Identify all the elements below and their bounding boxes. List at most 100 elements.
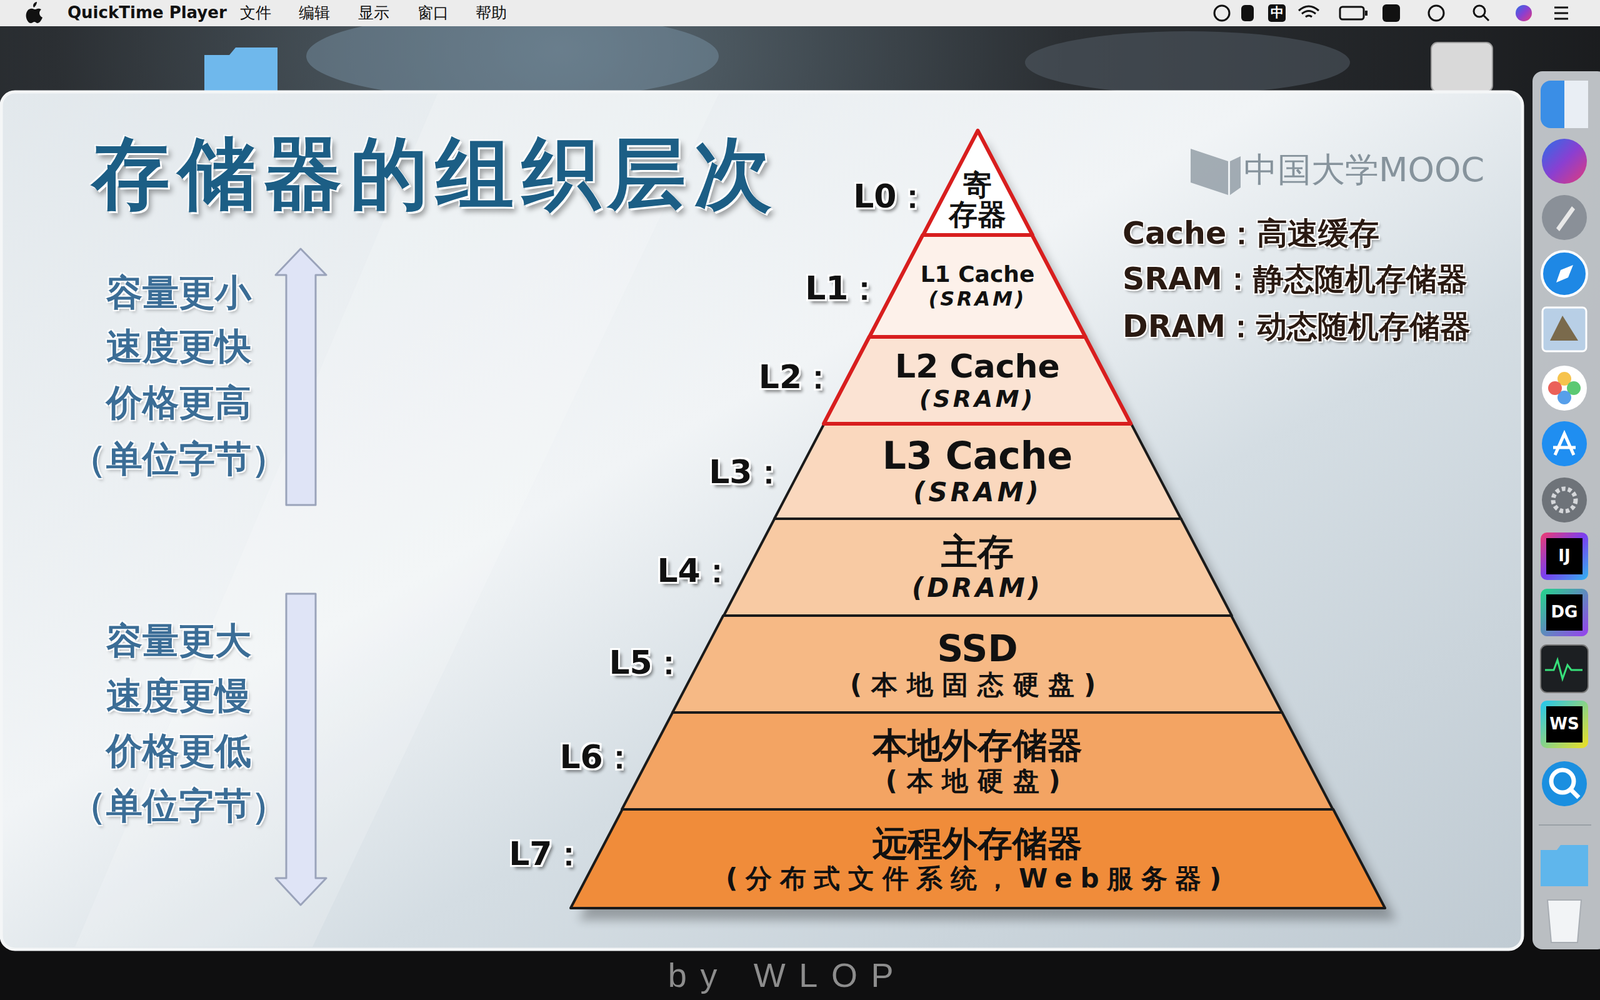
safari-icon <box>1541 251 1587 297</box>
dock-divider <box>1538 824 1592 826</box>
settings-gear <box>1553 488 1576 512</box>
menu-item: 显示 <box>358 3 390 23</box>
trend-note: 速度更快 <box>106 325 252 369</box>
photos-petal <box>1548 381 1562 395</box>
apple-logo <box>26 1 43 24</box>
level-label: L6： <box>559 739 635 775</box>
band-shape <box>923 130 1033 235</box>
quicktime-glyph-tail <box>1570 788 1579 798</box>
menu-item: 文件 <box>240 3 272 23</box>
level-label: L7： <box>508 836 585 872</box>
level-name: 寄 存器 <box>944 170 1011 230</box>
slide-window <box>1 91 1523 950</box>
status-icon <box>1241 5 1254 22</box>
desktop-disk-icon <box>1431 42 1493 92</box>
down-arrow <box>275 593 327 905</box>
wallpaper-shade <box>1025 31 1350 94</box>
glossary-note: SRAM：静态随机存储器 <box>1122 261 1468 299</box>
level-band: L5：SSD(本地固态硬盘) <box>672 615 1282 713</box>
trend-note: 容量更小 <box>106 271 252 315</box>
dock-folder-icon <box>1540 845 1589 887</box>
settings-icon <box>1541 477 1587 523</box>
search-icon <box>1473 5 1485 17</box>
safari-needle <box>1556 265 1574 283</box>
quicktime-icon <box>1541 761 1587 807</box>
watermark: 中国大学MOOC <box>1243 150 1485 191</box>
datagrip-icon <box>1540 588 1589 637</box>
app-store-icon <box>1541 421 1587 467</box>
activity-monitor-icon <box>1540 645 1589 693</box>
level-name: 远程外存储器 <box>872 823 1083 864</box>
preview-picture <box>1550 315 1579 341</box>
band-content: 远程外存储器(分布式文件系统，Web服务器) <box>570 809 1385 909</box>
level-detail: (DRAM) <box>911 573 1044 604</box>
band-content: 主存(DRAM) <box>723 518 1232 616</box>
band-content: L3 Cache(SRAM) <box>774 423 1181 519</box>
preview-icon <box>1542 307 1587 352</box>
siri-icon <box>1515 5 1532 22</box>
trend-note: （单位字节） <box>70 784 288 829</box>
webstorm-icon <box>1540 700 1589 749</box>
dock-icon-letters: DG <box>1551 602 1579 622</box>
menu-bar <box>0 0 1600 27</box>
activity-monitor-graph <box>1545 660 1583 679</box>
band-content: 寄 存器 <box>923 130 1033 235</box>
desktop-folder-icon <box>204 47 278 92</box>
level-name: 本地外存储器 <box>872 725 1083 766</box>
level-detail: (本地硬盘) <box>885 766 1070 797</box>
level-name: L3 Cache <box>882 434 1073 478</box>
band-content: L2 Cache(SRAM) <box>823 336 1131 424</box>
trash-icon <box>1547 900 1582 943</box>
trend-note: 容量更大 <box>106 619 252 664</box>
level-name: L1 Cache <box>920 261 1035 287</box>
battery-icon <box>1340 6 1364 20</box>
band-content: 本地外存储器(本地硬盘) <box>621 712 1334 810</box>
launchpad-rocket <box>1556 206 1575 232</box>
level-detail: (SRAM) <box>913 477 1042 508</box>
app-menu-name: QuickTime Player <box>67 3 227 23</box>
level-label: L0： <box>853 178 929 215</box>
band-shape <box>869 235 1086 337</box>
slide-title: 存储器的组织层次 <box>91 126 780 221</box>
band-content: L1 Cache(SRAM) <box>869 235 1086 337</box>
band-content: SSD(本地固态硬盘) <box>672 615 1282 713</box>
intellij-icon-face <box>1546 538 1583 575</box>
menu-item: 窗口 <box>417 3 449 23</box>
menu-item: 帮助 <box>475 3 507 23</box>
wifi-icon <box>1298 6 1319 17</box>
band-shape <box>672 615 1282 713</box>
band-shape <box>621 712 1334 810</box>
level-band: L0：寄 存器 <box>923 130 1033 235</box>
dock-icon-letters: IJ <box>1558 546 1570 566</box>
level-label: L4： <box>656 553 733 589</box>
webstorm-icon-face <box>1546 706 1583 743</box>
trend-note: 速度更慢 <box>106 674 252 719</box>
glossary-note: Cache：高速缓存 <box>1122 215 1380 253</box>
finder-icon-face <box>1564 80 1589 129</box>
status-icon <box>1214 5 1230 21</box>
menu-item: 编辑 <box>298 3 330 23</box>
siri-dock-icon <box>1541 138 1587 184</box>
pyramid-shadow <box>578 141 1397 920</box>
level-detail: (SRAM) <box>928 287 1027 311</box>
input-method-glyph: 中 <box>1270 5 1284 21</box>
band-shape <box>723 518 1232 616</box>
notification-icon <box>1554 7 1569 19</box>
band-shape <box>774 423 1181 519</box>
band-shape <box>570 809 1385 909</box>
clock-icon <box>1428 5 1444 21</box>
level-name: SSD <box>936 628 1018 670</box>
level-detail: (本地固态硬盘) <box>850 670 1105 700</box>
level-detail: (分布式文件系统，Web服务器) <box>725 863 1229 894</box>
level-name: 主存 <box>941 531 1014 574</box>
dock-icon-letters: WS <box>1549 714 1579 734</box>
finder-icon <box>1540 80 1589 129</box>
launchpad-icon <box>1541 195 1587 240</box>
dock-panel <box>1532 71 1600 950</box>
battery-tip <box>1365 10 1368 16</box>
level-name: L2 Cache <box>895 348 1060 386</box>
intellij-icon <box>1540 532 1589 580</box>
trend-note: 价格更低 <box>106 729 252 774</box>
